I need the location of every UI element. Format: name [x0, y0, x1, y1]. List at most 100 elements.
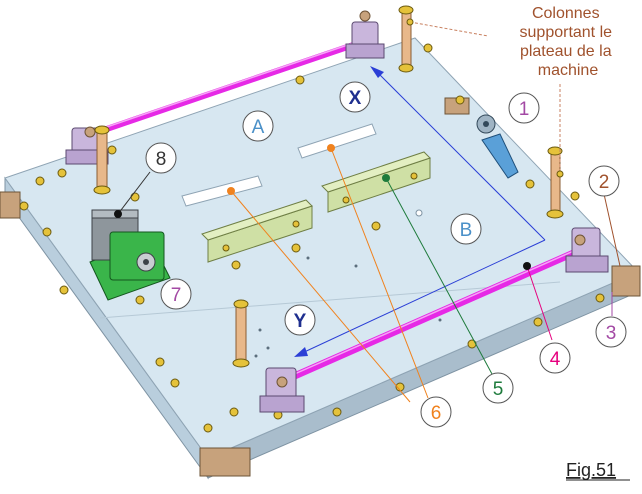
block-bolt [574, 234, 586, 246]
column-front [232, 299, 250, 368]
x-axis-arrow [374, 69, 546, 241]
leader-dot-annotation-2 [556, 170, 564, 178]
center-hole [415, 209, 423, 217]
callout-circle [482, 372, 514, 404]
leader-4 [526, 265, 553, 341]
hole [354, 264, 358, 268]
callout-label: 5 [493, 379, 504, 400]
annotation-line-1: Colonnes [532, 5, 600, 22]
plate-seam-line [99, 281, 561, 319]
callout-label: 4 [550, 349, 561, 370]
axis-arrows [294, 66, 546, 357]
screw [35, 176, 45, 186]
screw [135, 295, 145, 305]
callout-1: 1 [508, 92, 540, 124]
callout-label: 2 [599, 172, 610, 193]
rail-front [286, 244, 589, 382]
block-bolt [84, 126, 96, 138]
hole [438, 318, 442, 322]
callout-circle [508, 92, 540, 124]
hole [266, 346, 270, 350]
callout-2: 2 [588, 165, 620, 197]
callout-circle [539, 342, 571, 374]
column-base [546, 209, 564, 219]
rail-block-front-right [565, 227, 609, 273]
hole [254, 354, 258, 358]
screw [19, 201, 29, 211]
column-left [93, 125, 111, 195]
column-back [398, 5, 414, 73]
column-base [398, 63, 414, 73]
rail-support-blocks [65, 10, 609, 413]
callout-7: 7 [160, 278, 192, 310]
column-cap [233, 299, 249, 309]
rail-block-back-right [345, 10, 385, 59]
leader-5 [385, 177, 493, 375]
slot-right [297, 123, 377, 159]
callout-label: 1 [519, 99, 530, 120]
callout-label: B [460, 220, 473, 241]
foot-bottom [199, 447, 251, 477]
annotation-leader [409, 21, 489, 37]
slot-left [181, 175, 263, 207]
callout-A: A [242, 110, 274, 142]
callout-label: 7 [171, 285, 182, 306]
rail-back [92, 37, 371, 136]
screw [332, 407, 342, 417]
screw [229, 407, 239, 417]
plate-feet [0, 97, 641, 477]
angle-bracket-left [201, 199, 313, 263]
callout-Y: Y [284, 304, 316, 336]
pulley-hub [483, 121, 489, 127]
leader-lines [117, 21, 621, 403]
block-bolt [359, 10, 371, 22]
screw [595, 293, 605, 303]
leader-dot-4 [523, 262, 531, 270]
screw [455, 95, 465, 105]
screw [291, 243, 301, 253]
annotation-text: Colonnes supportant le plateau de la mac… [520, 5, 617, 79]
callout-label: 3 [606, 323, 617, 344]
callout-label: X [349, 88, 362, 109]
screw [570, 191, 580, 201]
callout-5: 5 [482, 372, 514, 404]
bracket-screw [292, 220, 300, 228]
motor-flange [109, 231, 165, 281]
callout-circle [339, 81, 371, 113]
leader-2 [603, 193, 621, 267]
column-cap [547, 146, 563, 156]
leader-6b [330, 147, 429, 399]
column-shaft [96, 131, 108, 191]
leader-dot-8 [114, 210, 122, 218]
leader-dot-5 [382, 174, 390, 182]
callout-label: 6 [431, 403, 442, 424]
leader-dot-6a [227, 187, 235, 195]
screw [42, 227, 52, 237]
figure-label: Fig.51 [566, 460, 616, 480]
callout-circle [160, 278, 192, 310]
block-bolt [276, 376, 288, 388]
column-cap [398, 5, 414, 15]
screw [395, 382, 405, 392]
leader-6a [230, 190, 411, 403]
callout-4: 4 [539, 342, 571, 374]
callout-8: 8 [145, 142, 177, 174]
y-axis-arrowhead [294, 347, 308, 357]
callout-B: B [450, 213, 482, 245]
screw [57, 168, 67, 178]
screw [59, 285, 69, 295]
callout-circles: 1 2 3 4 5 6 7 8 [145, 81, 627, 428]
screw [203, 423, 213, 433]
hole [258, 328, 262, 332]
column-right [546, 146, 564, 219]
column-base [93, 185, 111, 195]
leader-8 [117, 171, 151, 215]
screw [533, 317, 543, 327]
rail-front-highlight [289, 245, 586, 377]
screw [170, 378, 180, 388]
annotation-line-2: supportant le [520, 24, 613, 41]
foot-right [611, 265, 641, 297]
annotation-line-4: machine [538, 62, 599, 79]
x-axis-arrowhead [370, 66, 384, 78]
